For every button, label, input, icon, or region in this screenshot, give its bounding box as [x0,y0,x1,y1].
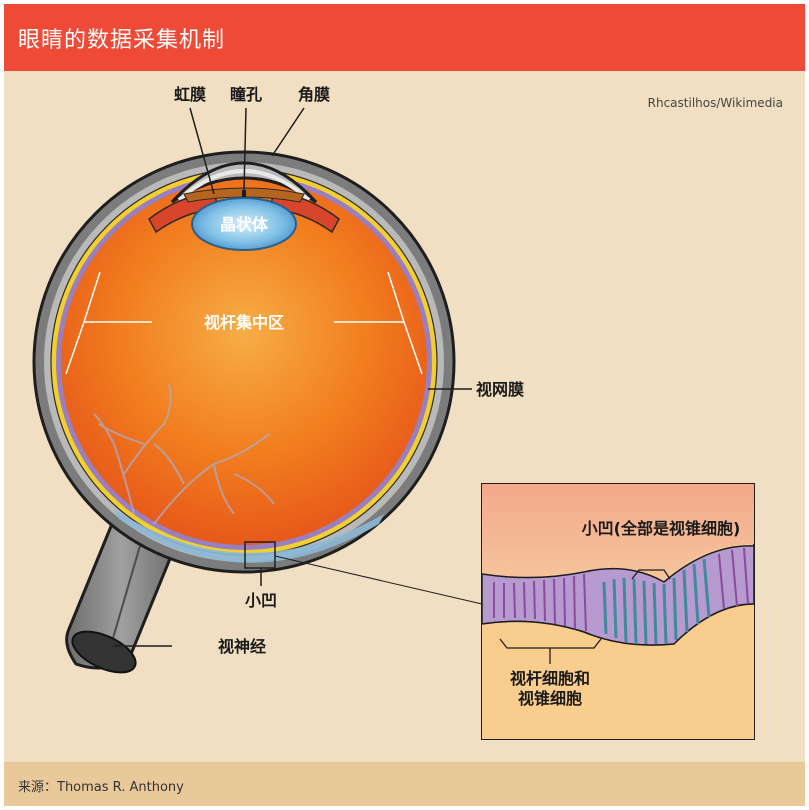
rod-zone-label: 视杆集中区 [204,313,284,332]
retina-label: 视网膜 [476,380,524,399]
footer-bar: 来源：Thomas R. Anthony [4,762,805,806]
fovea-label: 小凹 [245,591,277,610]
pupil-label: 瞳孔 [230,85,262,104]
inset-connector [275,556,482,604]
iris-label: 虹膜 [174,85,206,104]
fovea-detail-label: 小凹(全部是视锥细胞) [582,519,741,538]
rods-cones-label-2: 视锥细胞 [518,689,582,708]
fovea-inset: 小凹(全部是视锥细胞) 视杆细胞和 视锥细胞 [482,484,754,739]
optic-nerve-label: 视神经 [218,637,266,656]
rods-cones-label-1: 视杆细胞和 [510,669,590,688]
lens-label: 晶状体 [220,215,269,234]
cornea-leader [272,108,304,156]
cornea-label: 角膜 [298,85,330,104]
source-credit: 来源：Thomas R. Anthony [18,776,184,795]
eye-diagram: 晶状体 视杆集中区 小凹 虹膜 瞳孔 角膜 [4,4,805,762]
infographic-frame: 眼睛的数据采集机制 Rhcastilhos/Wikimedia [4,4,805,806]
